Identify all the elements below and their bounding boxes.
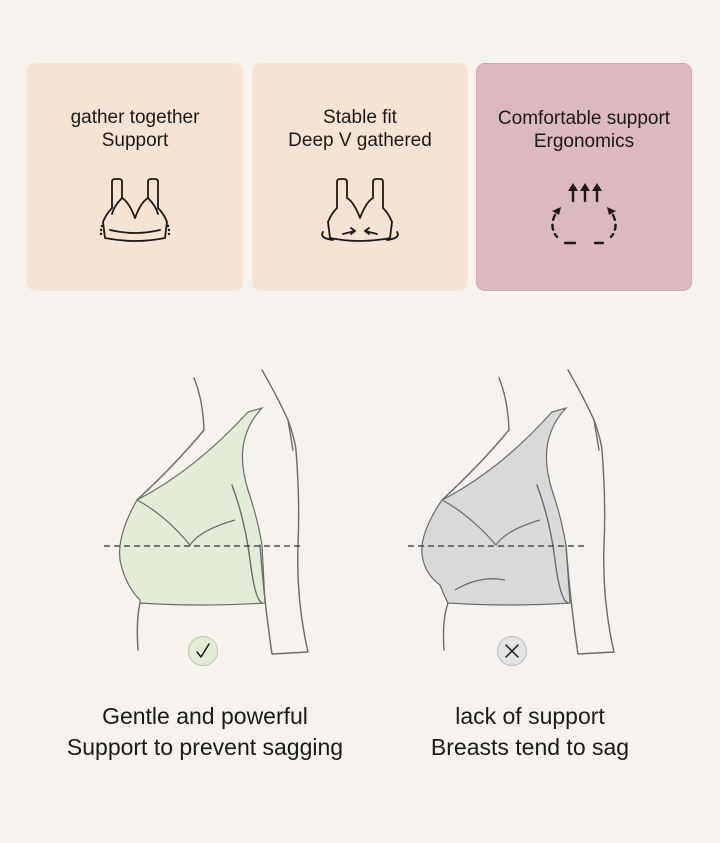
comparison-illustration [104, 369, 615, 655]
cross-icon [505, 644, 519, 658]
bra-wrap-arrows-icon [321, 178, 399, 242]
feature-title: gather together [70, 107, 200, 128]
bra-outline-icon [99, 178, 171, 242]
feature-subtitle: Deep V gathered [288, 130, 432, 151]
feature-title: Stable fit [323, 107, 397, 128]
feature-title: Comfortable support [497, 108, 671, 129]
lift-arrows-icon [551, 183, 617, 245]
check-icon [196, 643, 210, 658]
caption-good-support: Gentle and powerful Support to prevent s… [40, 701, 370, 763]
feature-card-comfort: Comfortable support Ergonomics [476, 63, 692, 291]
feature-subtitle: Support [101, 130, 169, 151]
figure-right [408, 369, 615, 655]
caption-line: Gentle and powerful [102, 703, 308, 729]
caption-line: Support to prevent sagging [66, 734, 344, 760]
caption-line: lack of support [455, 703, 605, 729]
feature-card-gather: gather together Support [27, 63, 243, 291]
check-badge [188, 636, 218, 666]
feature-cards: gather together Support Stable fit Deep … [27, 63, 692, 291]
feature-subtitle: Ergonomics [533, 131, 635, 152]
caption-lack-support: lack of support Breasts tend to sag [380, 701, 680, 763]
caption-line: Breasts tend to sag [430, 734, 630, 760]
figure-left [104, 369, 309, 655]
feature-card-stable-fit: Stable fit Deep V gathered [252, 63, 468, 291]
cross-badge [497, 636, 527, 666]
